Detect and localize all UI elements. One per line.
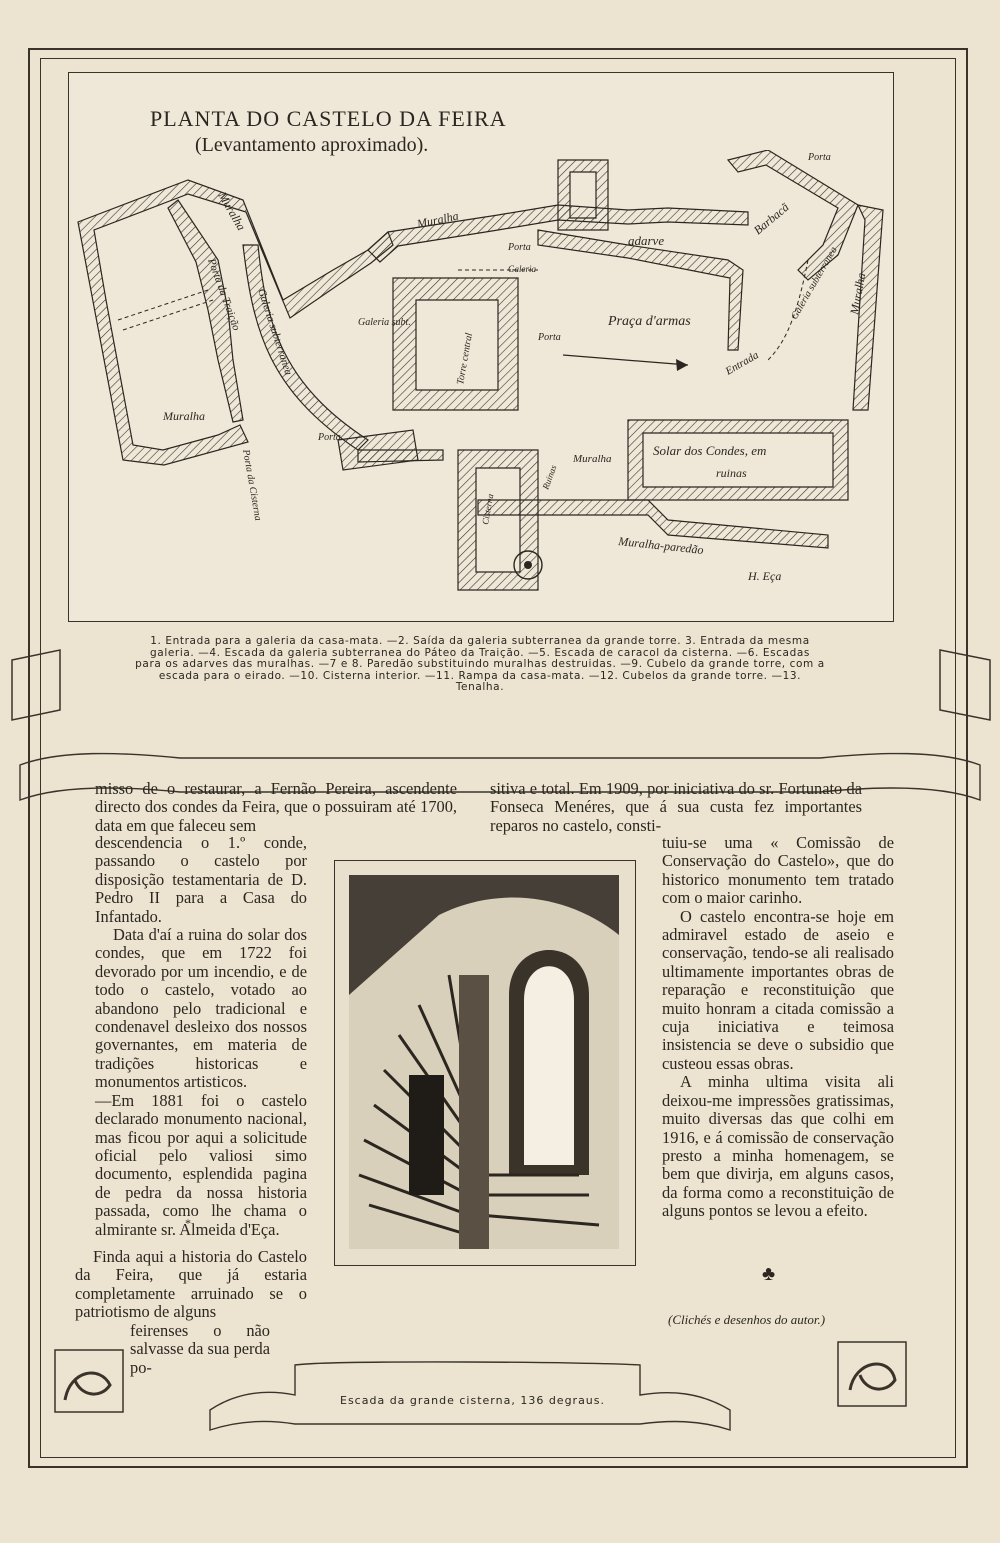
plan-title: PLANTA DO CASTELO DA FEIRA bbox=[150, 106, 507, 131]
column-right-top: sitiva e total. Em 1909, por iniciativa … bbox=[490, 779, 862, 835]
label-entrada: Entrada bbox=[723, 349, 762, 378]
label-torre-central: Torre central bbox=[455, 332, 475, 386]
plan-legend: 1. Entrada para a galeria da casa-mata. … bbox=[135, 635, 825, 693]
decorative-ribbon-top bbox=[11, 649, 991, 802]
photo-credit: (Clichés e desenhos do autor.) bbox=[668, 1312, 826, 1327]
spiral-staircase-drawing bbox=[349, 875, 619, 1249]
label-porta-4: Porta bbox=[807, 152, 831, 163]
label-galeria-subt: Galeria subt. bbox=[358, 317, 411, 328]
decorative-ribbon-bottom bbox=[54, 1341, 907, 1431]
label-solar: Solar dos Condes, em bbox=[653, 443, 766, 458]
label-porta-cisterna: Porta da Cisterna bbox=[240, 448, 264, 522]
column-left: descendencia o 1.º conde, passando o cas… bbox=[95, 833, 307, 1239]
label-galeria: Galeria bbox=[508, 264, 536, 274]
label-praca-armas: Praça d'armas bbox=[607, 314, 691, 329]
label-porta-3: Porta bbox=[317, 432, 341, 443]
label-muralha-centre: Muralha bbox=[572, 453, 612, 465]
label-muralha-west-bottom: Muralha bbox=[162, 409, 205, 423]
illustration-caption: Escada da grande cisterna, 136 degraus. bbox=[340, 1394, 606, 1407]
label-adarve: adarve bbox=[628, 233, 664, 248]
label-ruinas: ruinas bbox=[716, 466, 747, 480]
column-right: tuiu-se uma « Comissão de Conservação do… bbox=[662, 833, 894, 1221]
column-left-top: misso de o restaurar, a Fernão Pereira, … bbox=[95, 779, 457, 835]
column-left-end-tail: feirenses o não salvasse da sua perda po… bbox=[130, 1321, 270, 1377]
label-signature: H. Eça bbox=[747, 569, 781, 583]
label-porta-2: Porta bbox=[537, 332, 561, 343]
castle-floor-plan: Muralha Muralha Muralha Muralha Muralha … bbox=[77, 150, 884, 591]
plan-subtitle: (Levantamento aproximado). bbox=[195, 134, 429, 156]
club-ornament-icon: ♣ bbox=[762, 1263, 776, 1285]
label-barbaca: Barbacã bbox=[751, 200, 792, 237]
page-border-outer bbox=[28, 48, 968, 1468]
label-porta-1: Porta bbox=[507, 242, 531, 253]
section-asterism: * bbox=[185, 1216, 191, 1230]
column-left-end: Finda aqui a historia do Castelo da Feir… bbox=[75, 1247, 307, 1322]
label-ruinas-small: Ruinas bbox=[540, 463, 558, 491]
